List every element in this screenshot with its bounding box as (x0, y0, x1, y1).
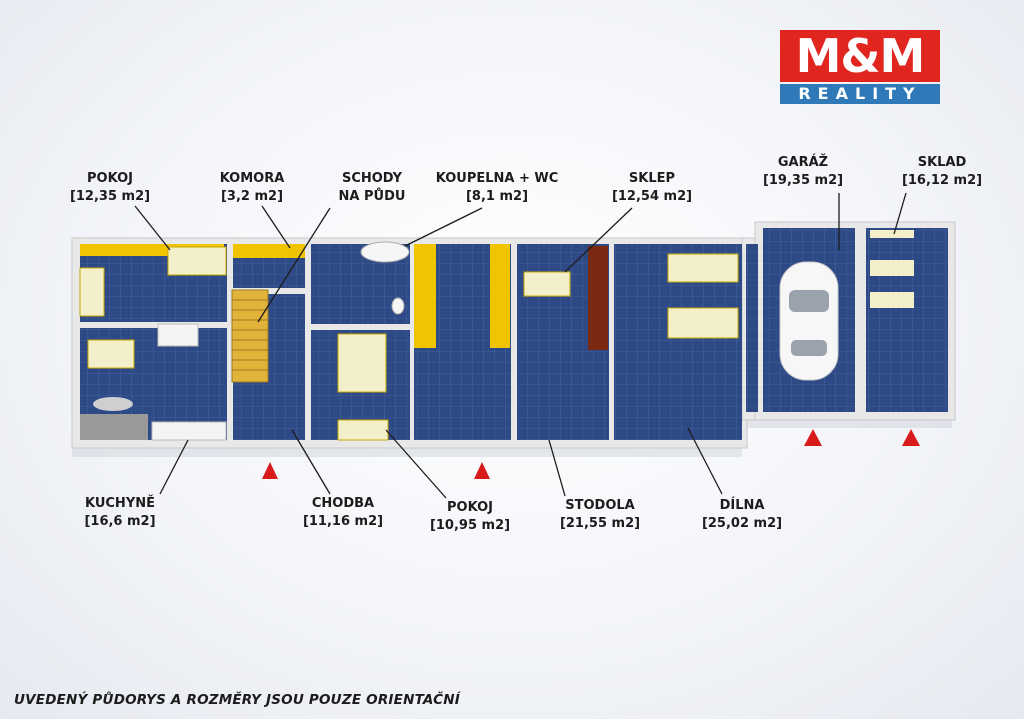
label-chodba: CHODBA [11,16 m2] (303, 495, 383, 531)
room-name: KOMORA (219, 171, 285, 186)
entrance-icon (474, 462, 490, 479)
label-pokoj2: POKOJ [10,95 m2] (430, 499, 510, 535)
room-name: STODOLA (565, 498, 635, 513)
label-sklep: SKLEP [12,54 m2] (612, 170, 692, 206)
label-dilna: DÍLNA [25,02 m2] (702, 497, 782, 533)
label-pokoj1: POKOJ [12,35 m2] (70, 170, 150, 206)
room-name: SKLAD (917, 155, 967, 170)
label-kuchyne: KUCHYNĚ [16,6 m2] (84, 495, 155, 531)
room-area: [12,35 m2] (69, 189, 151, 204)
room-name: POKOJ (87, 171, 133, 186)
room-name: KUCHYNĚ (84, 496, 155, 511)
entrance-icon (804, 429, 822, 446)
room-name: GARÁŽ (777, 155, 829, 170)
room-area: [12,54 m2] (611, 189, 693, 204)
logo-sub: REALITY (780, 84, 940, 104)
room-name: SCHODY (341, 171, 403, 186)
label-garaz: GARÁŽ [19,35 m2] (763, 154, 843, 190)
stairs (231, 289, 269, 383)
entrance-icon (262, 462, 278, 479)
label-stodola: STODOLA [21,55 m2] (560, 497, 640, 533)
label-komora: KOMORA [3,2 m2] (220, 170, 285, 206)
room-area: [10,95 m2] (429, 518, 511, 533)
room-name: DÍLNA (719, 498, 765, 513)
room-name: POKOJ (447, 500, 493, 515)
entrance-icon (902, 429, 920, 446)
room-area: [11,16 m2] (302, 514, 384, 529)
room-area: [8,1 m2] (465, 189, 529, 204)
floor-passage (746, 244, 758, 412)
logo-brand: M&M (780, 30, 940, 82)
leader-lines (134, 192, 907, 499)
entrance-markers (262, 429, 920, 479)
label-koupelna: KOUPELNA + WC [8,1 m2] (436, 170, 559, 206)
label-schody: SCHODY NA PŮDU (339, 170, 406, 206)
floor-sklad (866, 228, 948, 412)
room-name: SKLEP (628, 171, 676, 186)
room-area: [16,6 m2] (84, 514, 156, 529)
furniture (79, 230, 914, 441)
room-area: [3,2 m2] (220, 189, 284, 204)
room-name: CHODBA (311, 496, 375, 511)
room-area: [19,35 m2] (762, 173, 844, 188)
room-area: [21,55 m2] (559, 516, 641, 531)
room-area: [16,12 m2] (901, 173, 983, 188)
car-icon (779, 261, 839, 381)
disclaimer-text: UVEDENÝ PŮDORYS A ROZMĚRY JSOU POUZE ORI… (14, 692, 460, 708)
room-name-2: NA PŮDU (338, 189, 406, 204)
room-area: [25,02 m2] (701, 516, 783, 531)
mm-reality-logo: M&M REALITY (780, 30, 940, 106)
room-name: KOUPELNA + WC (435, 171, 559, 186)
label-sklad: SKLAD [16,12 m2] (902, 154, 982, 190)
